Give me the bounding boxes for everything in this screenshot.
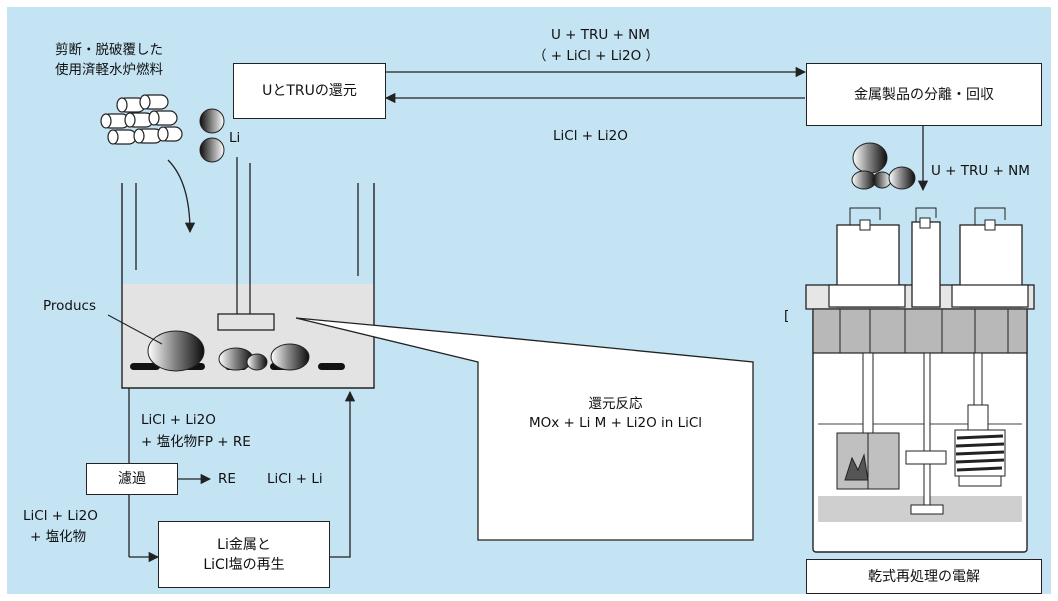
regeneration-line2: LiCl塩の再生 (203, 556, 285, 573)
reaction-equation: MOx + Li M + Li2O in LiCl (528, 415, 703, 431)
fuel-cylinders (100, 94, 183, 145)
salt-side-label-line1: LiCl + Li2O (23, 508, 98, 524)
electrode-plate (217, 313, 275, 331)
fuel-label-line2: 使用済軽水炉燃料 (55, 62, 163, 78)
regeneration-box: Li金属と LiCl塩の再生 (158, 521, 330, 588)
return-flow-label: LiCl + Li2O (553, 128, 628, 144)
salt-out-label-line2: + 塩化物FP + RE (141, 434, 251, 450)
fuel-label-line1: 剪断・脱破覆した (55, 42, 163, 58)
top-flow-label-line2: （ + LiCl + Li2O ） (533, 48, 660, 64)
reduction-vessel (121, 183, 375, 389)
salt-out-label-line1: LiCl + Li2O (141, 412, 216, 428)
bracket-mark: [ (784, 308, 790, 324)
li-label: Li (229, 130, 241, 146)
down-flow-label: U + TRU + NM (931, 163, 1030, 179)
regeneration-line1: Li金属と (217, 536, 271, 553)
feed-curved-arrow (167, 159, 196, 234)
reaction-title: 還元反応 (588, 396, 643, 412)
products-pointer (107, 314, 163, 345)
reaction-callout (295, 317, 754, 541)
filtration-box: 濾過 (86, 463, 178, 495)
top-flow-label-line1: U + TRU + NM (551, 27, 650, 43)
licl-li-label: LiCl + Li (267, 471, 323, 487)
re-label: RE (218, 471, 236, 487)
reaction-callout-text: 還元反応 MOx + Li M + Li2O in LiCl (483, 395, 748, 433)
metal-product-pebbles (851, 142, 916, 190)
electrolysis-box: 乾式再処理の電解 (806, 559, 1042, 594)
products-label: Producs (43, 298, 96, 314)
salt-side-label-line2: + 塩化物 (30, 529, 87, 545)
reduction-box: UとTRUの還元 (233, 63, 386, 119)
electrorefiner (805, 207, 1035, 553)
lithium-spheres (199, 108, 225, 163)
separation-box: 金属製品の分離・回収 (806, 63, 1042, 126)
return-to-vessel-arrow (330, 390, 356, 558)
product-pebbles (147, 330, 310, 372)
